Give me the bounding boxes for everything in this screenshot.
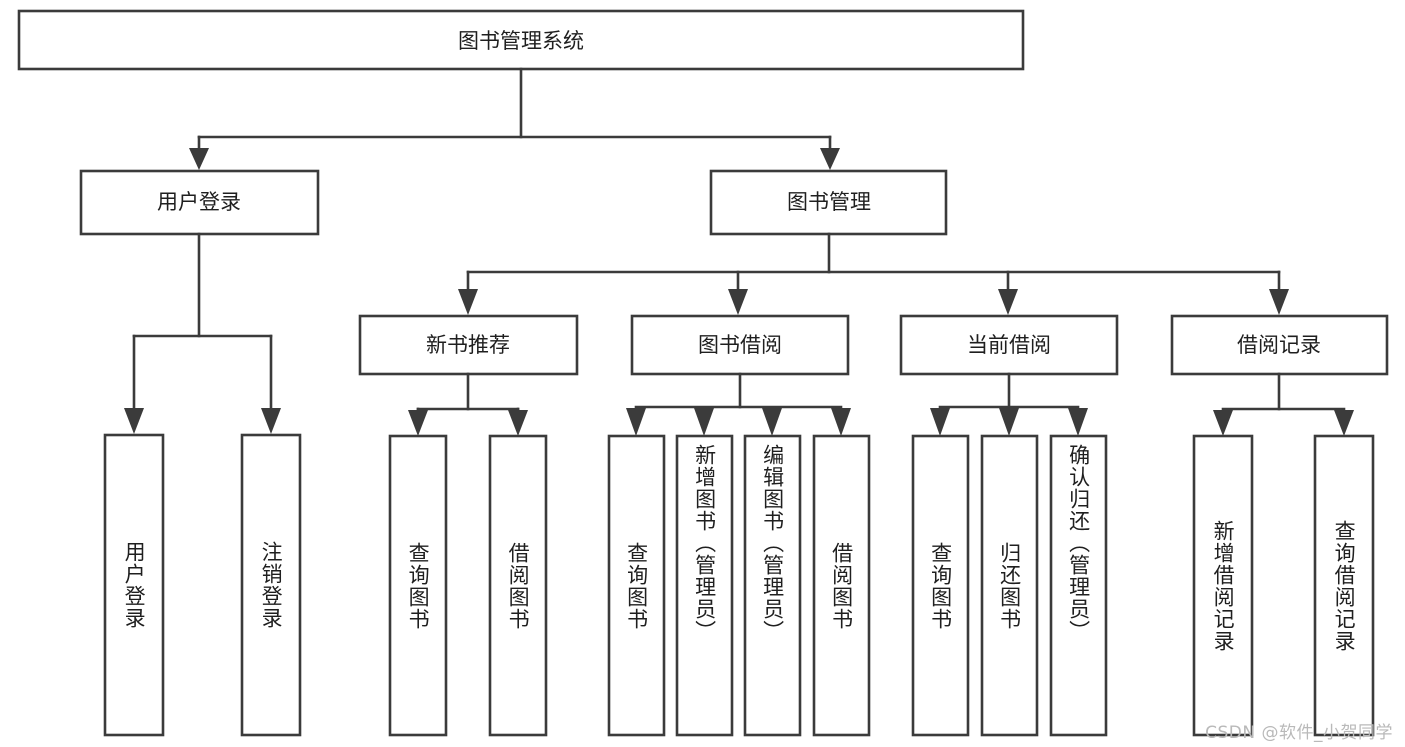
arrow-head-leaf-user-login-2 [261,408,281,434]
arrow-head-book-borrow [728,289,748,315]
leaf-label-wrap-borrow-record-2: 查询借阅记录 [1315,436,1373,735]
leaf-label-book-borrow-1: 查询图书 [624,541,649,630]
node-root[interactable]: 图书管理系统 [17,9,1025,71]
leaf-box-current-borrow-2[interactable] [980,434,1039,737]
leaf-box-current-borrow-3[interactable] [1049,434,1108,737]
arrow-head-leaf-borrow-record-1 [1213,410,1233,436]
arrow-head-leaf-current-borrow-1 [930,408,950,436]
connector-book-borrow-to-leaves [626,372,851,436]
node-current-borrow-box[interactable] [899,314,1119,376]
leaf-box-new-book-1[interactable] [388,434,448,737]
leaf-label-wrap-current-borrow-2: 归还图书 [982,436,1037,735]
watermark-text: CSDN @软件_小贺同学 [1205,723,1393,743]
leaf-box-borrow-record-1[interactable] [1192,434,1254,737]
node-book-borrow[interactable]: 图书借阅 [630,314,850,376]
leaf-label-current-borrow-1: 查询图书 [928,541,953,630]
leaf-label-wrap-book-borrow-2: 新增图书（管理员） [677,444,732,735]
leaf-label-book-borrow-3: 编辑图书（管理员） [760,444,785,642]
arrow-head-leaf-book-borrow-1 [626,408,646,436]
arrow-head-leaf-new-book-1 [408,410,428,436]
leaf-label-user-login-1: 用户登录 [122,541,147,629]
node-new-book-recommend[interactable]: 新书推荐 [358,314,579,376]
leaf-box-book-borrow-3[interactable] [743,434,802,737]
connector-borrow-record-to-leaves [1213,372,1354,436]
leaf-label-wrap-new-book-1: 查询图书 [390,436,446,735]
node-current-borrow-label: 当前借阅 [967,333,1051,357]
node-new-book-recommend-box[interactable] [358,314,579,376]
connector-user-login-to-leaves [124,232,281,434]
node-borrow-record[interactable]: 借阅记录 [1170,314,1389,376]
leaf-label-wrap-book-borrow-4: 借阅图书 [814,436,869,735]
connector-root-to-level2 [189,67,840,170]
leaf-label-wrap-user-login-2: 注销登录 [242,435,300,735]
arrow-head-leaf-book-borrow-3 [762,408,782,436]
leaf-label-wrap-current-borrow-1: 查询图书 [913,436,968,735]
leaf-box-new-book-2[interactable] [488,434,548,737]
leaf-label-wrap-new-book-2: 借阅图书 [490,436,546,735]
leaf-box-book-borrow-1[interactable] [607,434,666,737]
arrow-head-leaf-book-borrow-4 [831,408,851,436]
leaf-box-book-borrow-4[interactable] [812,434,871,737]
node-root-box[interactable] [17,9,1025,71]
node-user-login[interactable]: 用户登录 [79,169,320,236]
node-book-manage-label: 图书管理 [787,190,871,214]
leaf-label-borrow-record-1: 新增借阅记录 [1211,519,1236,652]
arrow-head-current-borrow [998,289,1018,315]
node-user-login-label: 用户登录 [157,190,241,214]
leaf-label-wrap-current-borrow-3: 确认归还（管理员） [1051,444,1106,735]
connector-current-borrow-to-leaves [930,372,1088,436]
node-book-borrow-box[interactable] [630,314,850,376]
leaf-label-user-login-2: 注销登录 [259,541,284,629]
node-book-manage[interactable]: 图书管理 [709,169,948,236]
arrow-head-book-manage [820,148,840,170]
arrow-head-new-book [458,289,478,315]
node-borrow-record-label: 借阅记录 [1237,333,1321,357]
arrow-head-leaf-new-book-2 [508,410,528,436]
leaf-box-current-borrow-1[interactable] [911,434,970,737]
node-new-book-recommend-label: 新书推荐 [426,333,510,357]
node-current-borrow[interactable]: 当前借阅 [899,314,1119,376]
leaf-label-wrap-book-borrow-1: 查询图书 [609,436,664,735]
leaf-label-new-book-2: 借阅图书 [506,541,531,630]
leaf-label-borrow-record-2: 查询借阅记录 [1332,519,1357,652]
arrow-head-leaf-borrow-record-2 [1334,410,1354,436]
leaf-box-user-login-2[interactable] [240,433,302,737]
leaf-label-new-book-1: 查询图书 [406,541,431,630]
leaf-box-book-borrow-2[interactable] [675,434,734,737]
arrow-head-leaf-current-borrow-2 [999,408,1019,436]
leaf-box-borrow-record-2[interactable] [1313,434,1375,737]
arrow-head-user-login [189,148,209,170]
leaf-label-current-borrow-2: 归还图书 [997,541,1022,630]
arrow-head-leaf-user-login-1 [124,408,144,434]
connector-book-manage-to-level3 [458,232,1289,315]
node-book-borrow-label: 图书借阅 [698,333,782,357]
arrow-head-borrow-record [1269,289,1289,315]
arrow-head-leaf-book-borrow-2 [694,408,714,436]
arrow-head-leaf-current-borrow-3 [1068,408,1088,436]
leaf-label-book-borrow-4: 借阅图书 [829,541,854,630]
leaf-box-user-login-1[interactable] [103,433,165,737]
node-root-label: 图书管理系统 [458,29,584,53]
leaf-label-current-borrow-3: 确认归还（管理员） [1066,444,1091,642]
leaf-label-wrap-user-login-1: 用户登录 [105,435,163,735]
leaf-label-wrap-borrow-record-1: 新增借阅记录 [1194,436,1252,735]
connector-new-book-to-leaves [408,372,528,436]
leaf-label-wrap-book-borrow-3: 编辑图书（管理员） [745,444,800,735]
leaf-label-book-borrow-2: 新增图书（管理员） [692,444,717,642]
